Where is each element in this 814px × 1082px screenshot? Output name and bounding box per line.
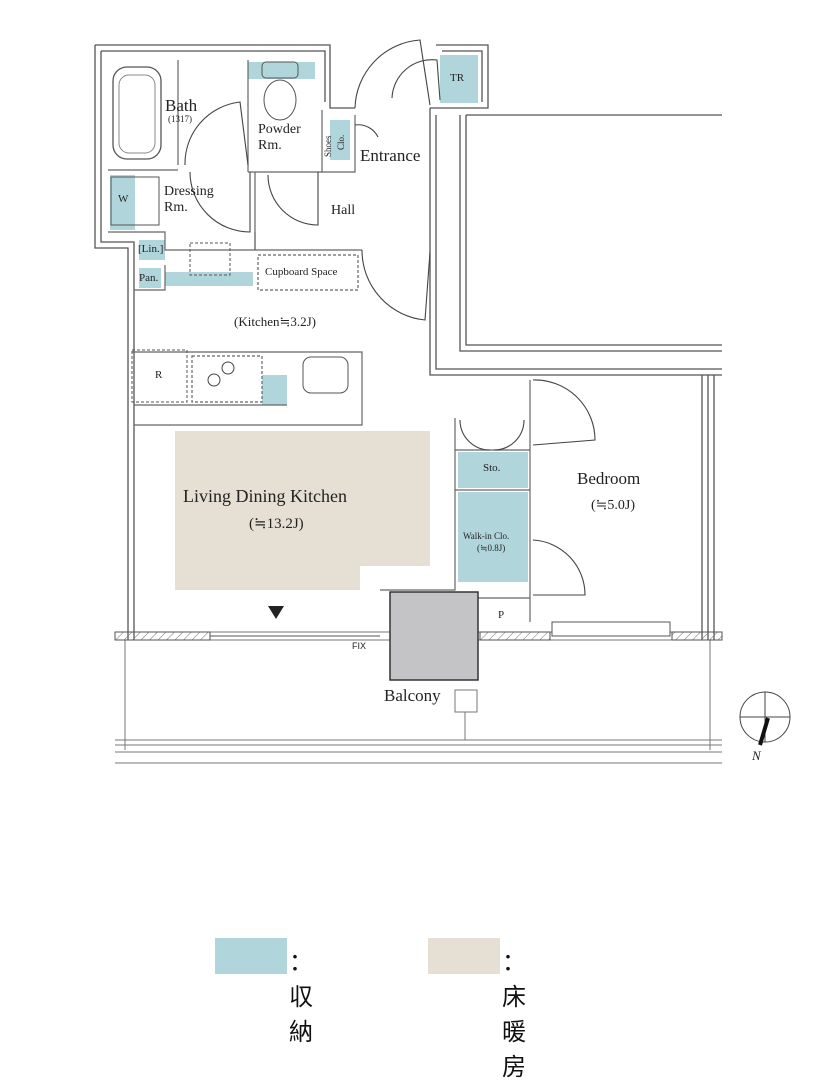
bedroom-label: Bedroom: [577, 469, 641, 488]
walk-in-closet-label: Walk-in Clo.: [463, 531, 510, 541]
ac-outdoor-unit: [389, 591, 479, 681]
balcony-wall-hatch: [479, 631, 551, 641]
bath-size-label: (1317): [168, 114, 192, 124]
kitchen-sink: [302, 356, 349, 394]
dressing-room-rm-label: Rm.: [164, 200, 188, 215]
trunk-room-label: TR: [450, 72, 465, 84]
powder-room-rm-label: Rm.: [258, 138, 282, 153]
cupboard-space-label: Cupboard Space: [265, 266, 338, 278]
walk-in-closet-size-label: (≒0.8J): [477, 543, 506, 553]
storage-label: Sto.: [483, 462, 501, 474]
legend-storage-label: ：収納: [289, 948, 313, 1046]
washbasin: [189, 242, 231, 276]
stove-burner-icon: [207, 361, 235, 387]
fridge-space: [131, 349, 188, 403]
shoes-closet-clo-label: Clo.: [336, 134, 346, 150]
balcony-wall-hatch: [671, 631, 723, 641]
legend-floor-heating-label: ：床暖房: [502, 948, 526, 1081]
washer: [110, 176, 160, 226]
doors: [184, 39, 596, 596]
partitions: [108, 60, 531, 640]
dressing-room-label: Dressing: [164, 184, 214, 199]
bedroom-size-label: (≒5.0J): [591, 498, 636, 513]
shoes-closet-label: Shoes: [323, 135, 333, 157]
linen-closet-label: [Lin.]: [138, 243, 164, 255]
fridge-label: R: [155, 369, 163, 381]
window-bedroom: [551, 621, 671, 637]
view-direction-marker: [268, 606, 284, 619]
balcony-label: Balcony: [384, 686, 441, 705]
toilet-bowl: [263, 79, 297, 121]
balcony-wall-hatch: [114, 631, 211, 641]
legend-storage-swatch: [215, 938, 287, 974]
floor-plan: [94, 39, 791, 764]
legend-floor-heating-swatch: [428, 938, 500, 974]
pantry-label: Pan.: [139, 272, 159, 284]
storage-areas: [110, 55, 528, 582]
ldk-label: Living Dining Kitchen: [183, 486, 347, 506]
bathtub: [112, 66, 162, 160]
kitchen-label: (Kitchen≒3.2J): [234, 314, 317, 329]
powder-room-label: Powder: [258, 122, 301, 137]
bath-label: Bath: [165, 96, 198, 115]
hall-label: Hall: [331, 203, 356, 218]
floor-heating-area: [175, 431, 430, 590]
washer-label: W: [118, 193, 129, 205]
ldk-size-label: (≒13.2J): [249, 516, 304, 532]
entrance-label: Entrance: [360, 146, 421, 165]
toilet-tank: [261, 61, 299, 79]
north-label: N: [752, 748, 761, 763]
fix-window-label: FIX: [352, 641, 367, 651]
pipe-space-label: P: [498, 609, 505, 621]
compass-icon: [739, 691, 791, 746]
walls: [94, 44, 722, 640]
bathtub-inner: [118, 74, 156, 154]
